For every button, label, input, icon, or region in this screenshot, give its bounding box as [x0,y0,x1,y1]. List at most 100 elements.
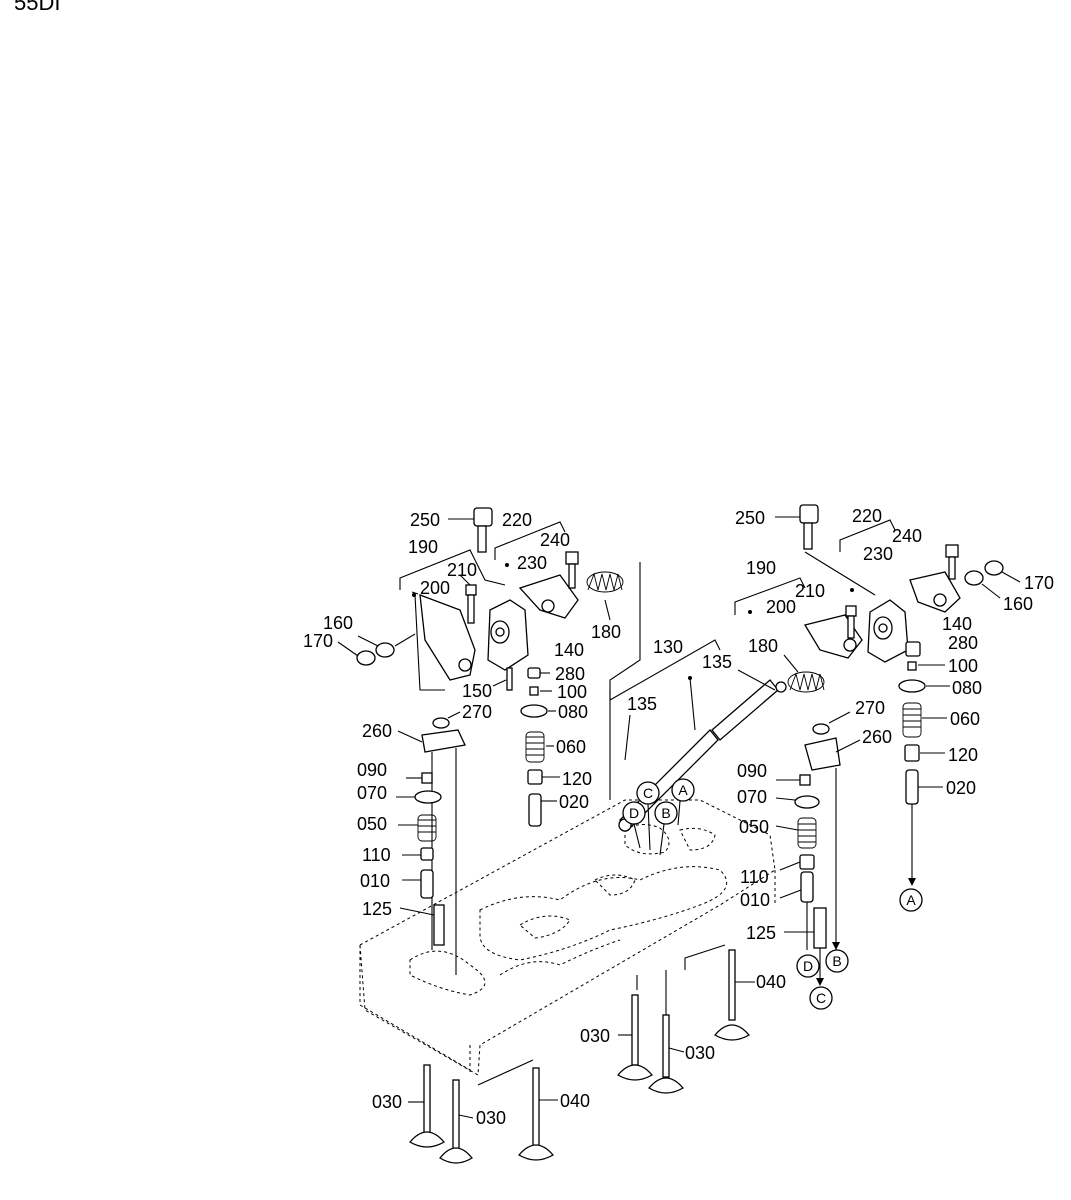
callout-120-right: 120 [948,745,978,765]
callout-250-right: 250 [735,508,765,528]
callout-180-left: 180 [591,622,621,642]
callout-040-right: 040 [756,972,786,992]
callout-260-right: 260 [862,727,892,747]
marker-c-top-label: C [643,785,653,801]
callout-200-left: 200 [420,578,450,598]
callout-160-right: 160 [1003,594,1033,614]
marker-a-right [899,888,923,912]
marker-a-top [671,778,695,802]
marker-a-right-label: A [906,892,916,908]
callout-220-right: 220 [852,506,882,526]
guide-010-left [420,869,434,899]
guide-010-right [800,871,814,903]
cap-270-left [432,717,450,729]
callout-130: 130 [653,637,683,657]
keeper-100-right [907,661,917,671]
bridge-260-right [804,737,841,771]
callout-230-left: 230 [517,553,547,573]
rocker-arm-200-left [419,594,476,681]
callout-180-right: 180 [748,636,778,656]
bolt-shank-250-right [803,522,813,550]
callout-070-left: 070 [357,783,387,803]
retainer-080-right [898,679,926,693]
callout-020-right: 020 [946,778,976,798]
callout-250-left: 250 [410,510,440,530]
nut-210-right [845,605,857,617]
marker-d-right-label: D [803,958,813,974]
callout-160-left: 160 [323,613,353,633]
valve-040-right [714,949,755,1041]
callout-010-right: 010 [740,890,770,910]
marker-d-top-label: D [629,805,639,821]
callout-190-left: 190 [408,537,438,557]
marker-b-top-label: B [661,805,670,821]
retainer-080-left [520,704,548,718]
spring-060-right [902,702,922,738]
bolt-shank-250-left [477,525,487,553]
marker-c-right-label: C [816,990,826,1006]
callout-020-left: 020 [559,792,589,812]
callout-150: 150 [462,681,492,701]
guide-020-left [528,793,542,827]
rocker-arm-230-left [518,574,579,619]
callout-125-right: 125 [746,923,776,943]
seal-120-right [904,744,920,762]
callout-030-mid-right: 030 [580,1026,610,1046]
push-rod-125-left [433,904,445,946]
callout-110-left: 110 [362,845,391,865]
marker-b-right-label: B [832,953,841,969]
rocker-shaft-130 [609,639,787,832]
cap-280-right [905,641,921,657]
reference-markers: A C B D A D B C [622,778,923,1010]
marker-d-right [796,954,820,978]
spring-050-left [417,814,437,842]
keeper-090-right [799,774,811,786]
nut-240-left [565,551,579,565]
callout-140-left: 140 [554,640,584,660]
callout-050-right: 050 [739,817,769,837]
rocker-arm-230-right [909,571,961,613]
callout-080-left: 080 [558,702,588,722]
callout-050-left: 050 [357,814,387,834]
valve-030-mid-right [648,1014,685,1094]
callout-090-left: 090 [357,760,387,780]
callout-200-right: 200 [766,597,796,617]
bolt-head-250-right [799,504,819,524]
callout-210-left: 210 [447,560,477,580]
valve-030-bottom-left [408,1064,445,1148]
callout-110-right: 110 [740,867,769,887]
callout-060-right: 060 [950,709,980,729]
keeper-100-left [529,686,539,696]
marker-c-right [809,986,833,1010]
valve-030-mid-left [617,994,653,1081]
washer-160-left [375,642,395,658]
callout-030-bottom-left: 030 [372,1092,402,1112]
callout-270-left: 270 [462,702,492,722]
callout-170-right: 170 [1024,573,1054,593]
washer-160-right [964,570,984,586]
marker-b-right [825,949,849,973]
bridge-260-left [421,729,466,753]
washer-170-left [356,650,376,666]
callout-100-right: 100 [948,656,978,676]
nut-240-right [945,544,959,558]
callout-240-right: 240 [892,526,922,546]
callout-010-left: 010 [360,871,390,891]
spring-180-right [787,671,825,693]
callout-240-left: 240 [540,530,570,550]
callout-230-right: 230 [863,544,893,564]
callout-070-right: 070 [737,787,767,807]
washer-170-right [984,560,1004,576]
callout-270-right: 270 [855,698,885,718]
callout-labels: 250 220 240 190 210 230 200 180 160 170 … [303,506,1054,1128]
seal-110-left [420,847,434,861]
spring-050-right [797,817,817,849]
callout-090-right: 090 [737,761,767,781]
callout-170-left: 170 [303,631,333,651]
callout-135-left: 135 [627,694,657,714]
right-rocker-assembly [684,504,1021,986]
guide-020-right [905,769,919,805]
callout-080-right: 080 [952,678,982,698]
callout-210-right: 210 [795,581,825,601]
